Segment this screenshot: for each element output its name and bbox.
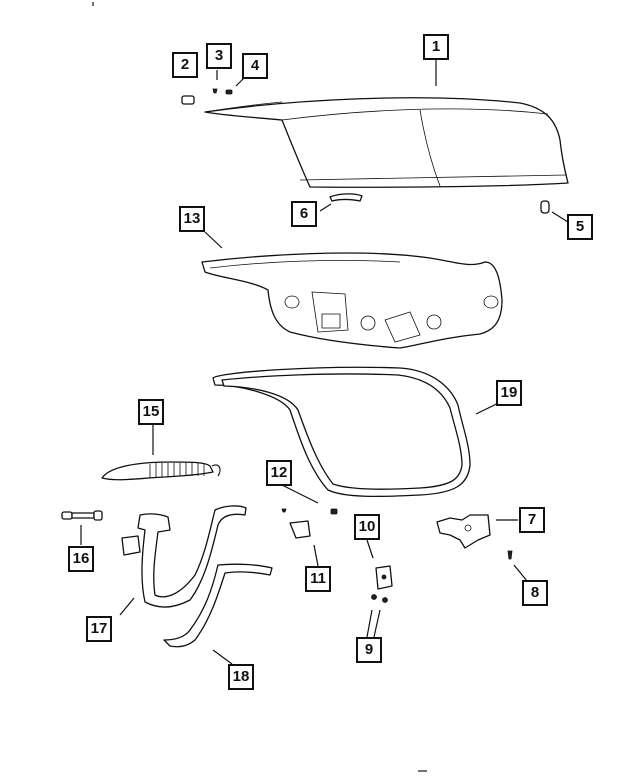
callout-19: 19 (496, 380, 522, 406)
callout-10: 10 (354, 514, 380, 540)
callout-11: 11 (305, 566, 331, 592)
plug-part-5 (540, 200, 550, 214)
clip-part-4 (225, 89, 233, 95)
callout-1: 1 (423, 34, 449, 60)
torsion-spring-part-15 (101, 461, 221, 481)
callout-7: 7 (519, 507, 545, 533)
callout-15: 15 (138, 399, 164, 425)
deck-lid-part (204, 97, 569, 188)
bolts-part-9 (371, 594, 388, 603)
weatherstrip-part-19 (212, 366, 471, 498)
bezel-part-6 (329, 193, 363, 202)
striker-part-7 (436, 514, 491, 549)
screw-part-8 (507, 550, 513, 560)
callout-13: 13 (179, 206, 205, 232)
callout-12: 12 (266, 460, 292, 486)
callout-18: 18 (228, 664, 254, 690)
callout-2: 2 (172, 52, 198, 78)
callout-17: 17 (86, 616, 112, 642)
bumper-part (181, 95, 195, 105)
callout-5: 5 (567, 214, 593, 240)
pin-part-16 (61, 510, 103, 521)
clip-part-12 (281, 508, 338, 515)
callout-16: 16 (68, 546, 94, 572)
callout-6: 6 (291, 201, 317, 227)
callout-8: 8 (522, 580, 548, 606)
callout-3: 3 (206, 43, 232, 69)
callout-9: 9 (356, 637, 382, 663)
screw-part-3 (212, 88, 218, 94)
hinge-part-18 (163, 563, 273, 648)
trim-panel-part-13 (201, 252, 503, 349)
callout-4: 4 (242, 53, 268, 79)
latch-part-10 (375, 565, 393, 590)
hinge-part-17 (121, 505, 247, 608)
bracket-part-11 (289, 520, 311, 539)
